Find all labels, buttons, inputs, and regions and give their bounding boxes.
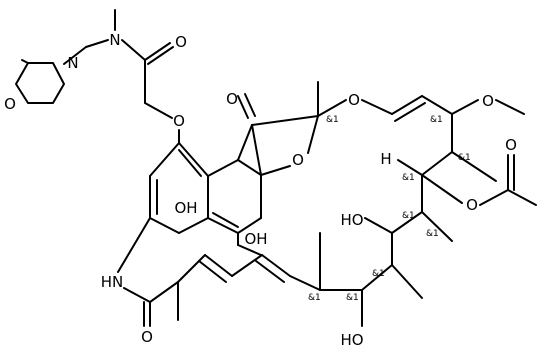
stereo-label-2: &1 [430,115,443,125]
atom-oh-naphthalene-1: OH [174,199,197,217]
stereo-label-6: &1 [426,229,439,239]
stereo-label-4: &1 [402,173,415,183]
stereo-label-7: &1 [372,269,385,279]
stereo-label-8: &1 [346,293,359,303]
atom-o-amide: O [175,33,187,51]
atom-h: H [380,150,391,168]
atom-o-ketone: O [226,90,238,108]
stereo-label-1: &1 [326,115,339,125]
atom-n-amide: N [109,31,120,49]
atom-o-lactam: O [141,328,153,346]
atom-ho-chain-1: HO [340,211,363,229]
stereo-label-3: &1 [458,153,471,163]
stereo-label-5: &1 [402,211,415,221]
atom-hn-lactam: HN [101,273,124,291]
atom-ho-chain-2: HO [340,331,363,349]
bond-skeleton [15,9,537,327]
atom-o-methoxy: O [482,92,494,110]
atom-o-furan: O [292,151,304,169]
stereo-label-9: &1 [308,293,321,303]
atom-oh-naphthalene-2: OH [244,230,267,248]
atom-o-ether: O [173,112,185,130]
atom-n-morpholine: N [67,54,78,72]
atom-o-enol-ether: O [348,91,360,109]
atom-o-morpholine: O [4,95,16,113]
atom-o-acetyl-ester: O [466,196,478,214]
atom-labels: O N N O O O O O O O O H OH OH HO HO HN O [4,31,517,349]
stereo-labels: &1 &1 &1 &1 &1 &1 &1 &1 &1 [308,115,471,303]
atom-o-acetyl-carbonyl: O [505,136,517,154]
